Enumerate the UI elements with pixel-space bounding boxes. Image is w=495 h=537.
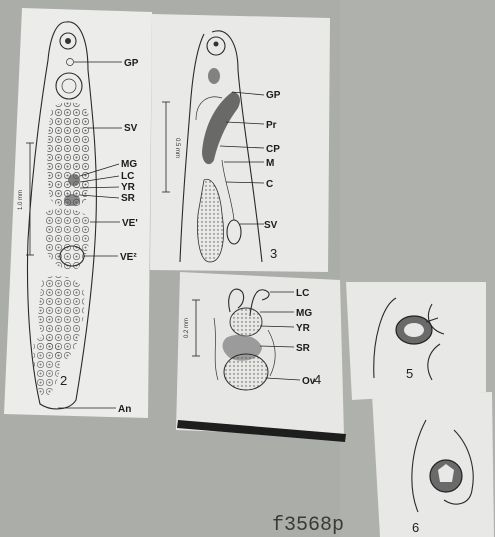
mehlis-gland: [230, 308, 262, 336]
label-cp: CP: [266, 144, 280, 155]
label-m: M: [266, 158, 274, 169]
figure-number: 2: [60, 373, 67, 388]
catalog-code: f3568p: [272, 514, 344, 537]
label-gp: GP: [124, 58, 139, 69]
label-gp: GP: [266, 90, 281, 101]
label-an: An: [118, 404, 131, 415]
label-yr: YR: [121, 182, 136, 193]
figure-2: 1.0 mm GP SV MG LC YR: [4, 8, 152, 418]
scale-label: 0.5 mm: [174, 138, 180, 158]
figure-number: 4: [314, 372, 321, 387]
figure-3: 0.5 mm GP Pr CP M C SV 3: [150, 14, 330, 272]
label-lc: LC: [296, 288, 309, 299]
figure-4-card: [176, 272, 344, 436]
label-sr: SR: [296, 343, 311, 354]
label-sr: SR: [121, 193, 136, 204]
scale-label: 0.2 mm: [184, 318, 190, 338]
label-ve2: VE²: [120, 252, 137, 263]
label-ve1: VE': [122, 218, 138, 229]
uterus: [47, 102, 91, 207]
label-sv: SV: [264, 220, 278, 231]
label-c: C: [266, 179, 273, 190]
label-pr: Pr: [266, 120, 277, 131]
label-mg: MG: [121, 159, 137, 170]
scale-label: 1.0 mm: [18, 190, 24, 210]
label-mg: MG: [296, 308, 312, 319]
figure-number: 3: [270, 246, 277, 261]
ovary: [224, 354, 268, 390]
figure-6: 6: [372, 392, 494, 537]
figure-number: 5: [406, 366, 413, 381]
figure-number: 6: [412, 520, 419, 535]
label-yr: YR: [296, 323, 311, 334]
label-sv: SV: [124, 123, 138, 134]
figure-6-card: [372, 392, 494, 537]
figure-5: 5: [346, 282, 486, 400]
label-lc: LC: [121, 171, 134, 182]
figure-4: 0.2 mm LC MG YR SR Ov 4: [176, 272, 346, 442]
